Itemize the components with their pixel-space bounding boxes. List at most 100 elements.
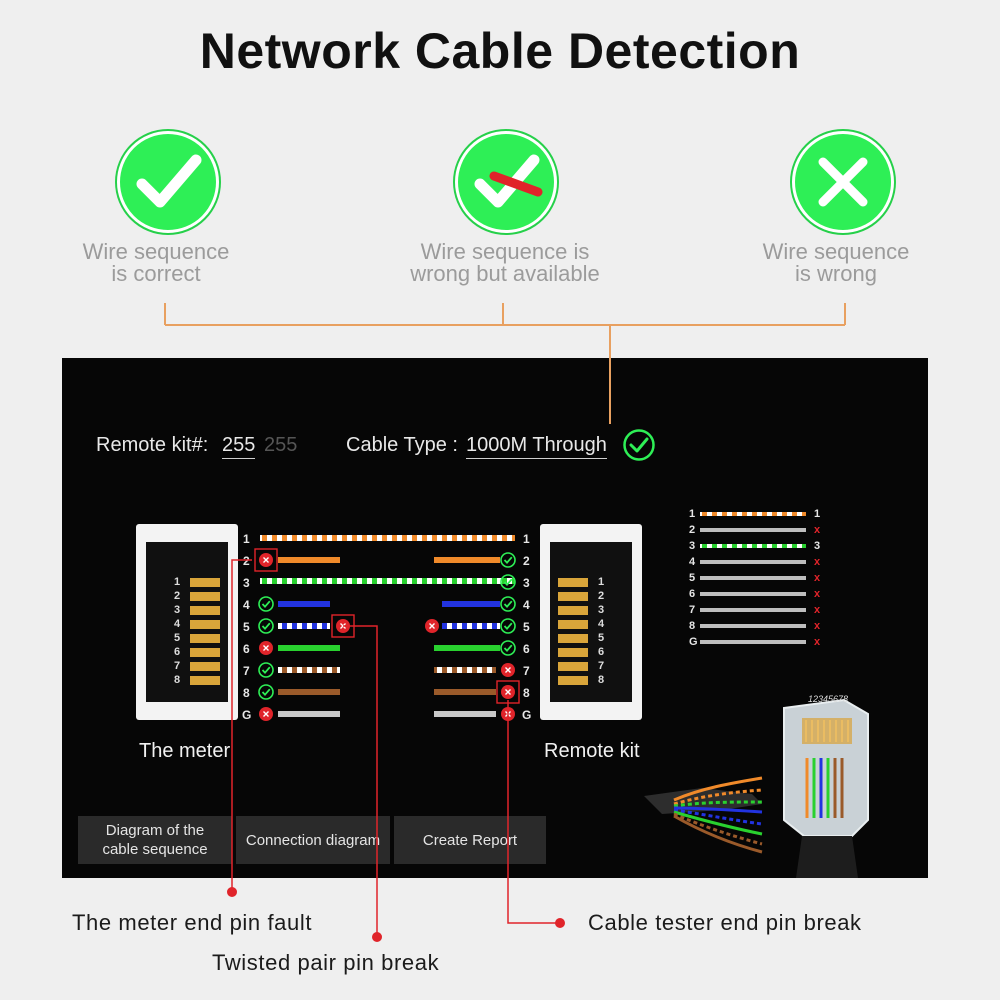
- remote-pin-num: 6: [598, 646, 605, 658]
- right-pin-g: G: [522, 708, 531, 722]
- cable-type-value: 1000M Through: [466, 434, 607, 459]
- wire-g-right: [434, 711, 496, 717]
- meter-fault-label: The meter end pin fault: [72, 910, 313, 935]
- remote-pin-num: 2: [598, 590, 605, 602]
- status-correct-check-icon: [117, 131, 219, 233]
- meter-pin-num: 2: [174, 590, 181, 602]
- wire-4-left: [278, 601, 330, 607]
- meter-pin-num: 1: [174, 576, 181, 588]
- connection-diagram-button[interactable]: Connection diagram: [236, 816, 390, 864]
- status-wrong-cross-icon: [792, 131, 894, 233]
- left-pin-g: G: [242, 708, 251, 722]
- left-pin-8: 8: [243, 686, 250, 700]
- svg-text:x: x: [814, 588, 821, 600]
- right-pin-7: 7: [523, 664, 530, 678]
- right-pin-5: 5: [523, 620, 530, 634]
- svg-text:x: x: [814, 572, 821, 584]
- tester-screen: Remote kit#: 255 255 Cable Type : 1000M …: [62, 358, 928, 878]
- wire-5-left: [278, 623, 330, 629]
- twisted-pair-break-label: Twisted pair pin break: [212, 950, 440, 975]
- svg-text:8: 8: [689, 620, 695, 632]
- remote-pin-num: 5: [598, 632, 605, 644]
- left-pin-6: 6: [243, 642, 250, 656]
- svg-text:3: 3: [814, 540, 820, 552]
- meter-pin-num: 3: [174, 604, 181, 616]
- wire-g-left: [278, 711, 340, 717]
- meter-caption: The meter: [139, 740, 231, 762]
- meter-pin-num: 8: [174, 674, 181, 686]
- wire-1: [260, 535, 515, 541]
- rj45-plug-illustration: [644, 698, 869, 878]
- tester-end-break-label: Cable tester end pin break: [588, 910, 862, 935]
- meter-pin-num: 6: [174, 646, 181, 658]
- left-pin-2: 2: [243, 554, 250, 568]
- cable-sequence-diagram-button[interactable]: Diagram of the cable sequence: [78, 816, 232, 864]
- meter-pin-num: 5: [174, 632, 181, 644]
- svg-text:x: x: [814, 636, 821, 648]
- right-cross-icons: [496, 663, 520, 721]
- meter-pin-num: 4: [174, 618, 181, 630]
- svg-text:1: 1: [814, 508, 820, 520]
- svg-text:6: 6: [689, 588, 695, 600]
- wire-3: [260, 578, 515, 584]
- wire-8-left: [278, 689, 340, 695]
- svg-text:5: 5: [689, 572, 695, 584]
- cable-sequence-diagram-label-1: Diagram of the: [105, 822, 205, 839]
- svg-text:G: G: [689, 636, 698, 648]
- right-check-icons: [500, 552, 516, 656]
- left-pin-7: 7: [243, 664, 250, 678]
- remote-pin-num: 3: [598, 604, 605, 616]
- svg-text:x: x: [814, 620, 821, 632]
- left-check-icons: [258, 596, 274, 700]
- wire-5-right: [442, 623, 500, 629]
- status-available-check-crossed-icon: [455, 131, 557, 233]
- remote-pin-num: 7: [598, 660, 605, 672]
- left-pin-1: 1: [243, 532, 250, 546]
- cable-type-label: Cable Type :: [346, 434, 458, 456]
- svg-text:x: x: [814, 556, 821, 568]
- svg-text:x: x: [814, 524, 821, 536]
- wire-6-right: [434, 645, 500, 651]
- plug-pin-label: 12345678: [808, 694, 849, 704]
- left-pin-3: 3: [243, 576, 250, 590]
- wire-2-right: [434, 557, 500, 563]
- svg-text:2: 2: [689, 524, 695, 536]
- remote-kit-label: Remote kit#:: [96, 434, 209, 456]
- left-pin-5: 5: [243, 620, 250, 634]
- meter-pin-num: 7: [174, 660, 181, 672]
- cable-ok-check-icon: [622, 428, 656, 462]
- svg-text:3: 3: [689, 540, 695, 552]
- right-pin-4: 4: [523, 598, 530, 612]
- remote-kit-connector: 1 2 3 4 5 6 7 8: [540, 524, 642, 720]
- wire-4-right: [442, 601, 500, 607]
- wire-7-left: [278, 667, 340, 673]
- remote-kit-value-faded: 255: [264, 434, 298, 456]
- svg-text:7: 7: [689, 604, 695, 616]
- svg-text:4: 4: [689, 556, 696, 568]
- wire-8-right: [434, 689, 496, 695]
- left-pin-4: 4: [243, 598, 250, 612]
- right-pin-3: 3: [523, 576, 530, 590]
- right-pin-1: 1: [523, 532, 530, 546]
- wire-2-left: [278, 557, 340, 563]
- wire-7-right: [434, 667, 496, 673]
- meter-connector: 1 2 3 4 5 6 7 8: [136, 524, 238, 720]
- remote-kit-value[interactable]: 255: [222, 434, 256, 459]
- svg-text:x: x: [814, 604, 821, 616]
- svg-text:1: 1: [689, 508, 695, 520]
- remote-pin-num: 8: [598, 674, 605, 686]
- page-title: Network Cable Detection: [199, 23, 801, 79]
- wire-6-left: [278, 645, 340, 651]
- remote-kit-caption: Remote kit: [544, 740, 640, 762]
- cable-sequence-diagram-label-2: cable sequence: [102, 841, 208, 858]
- left-cross-icons: [254, 548, 439, 721]
- right-pin-8: 8: [523, 686, 530, 700]
- wire-map: 1 2 3 4 5 6 7 8 G 1 2 3 4 5 6 7 8 G: [242, 508, 869, 878]
- create-report-button[interactable]: Create Report: [394, 816, 546, 864]
- remote-pin-num: 4: [598, 618, 605, 630]
- right-pin-2: 2: [523, 554, 530, 568]
